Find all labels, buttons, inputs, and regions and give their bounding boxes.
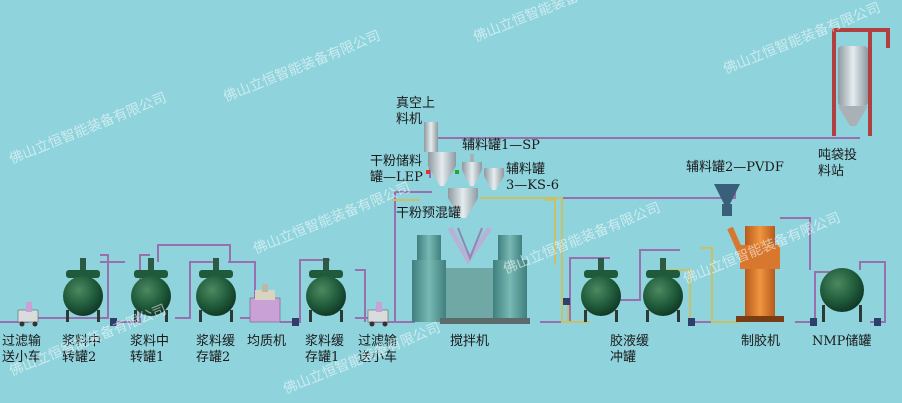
label-mixer: 搅拌机	[450, 334, 490, 349]
ton-bag-station	[832, 28, 890, 136]
label-filter-cart-right: 过滤输 送小车	[358, 334, 398, 365]
label-vacuum-loader: 真空上 料机	[396, 96, 436, 127]
aux-hopper-1	[462, 154, 482, 186]
label-aux-tank-1: 辅料罐1—SP	[462, 138, 540, 153]
filter-cart-right	[367, 302, 389, 327]
label-dry-powder-tank: 干粉储料 罐—LEP	[370, 154, 423, 185]
glue-buffer-tank-a	[581, 258, 621, 322]
premix-hopper	[448, 188, 478, 218]
label-aux-tank-2: 辅料罐2—PVDF	[686, 160, 784, 175]
slurry-buffer-tank-2	[196, 258, 236, 322]
label-slurry-buffer-2: 浆料缓 存罐2	[196, 334, 236, 365]
mixer-machine	[412, 226, 530, 324]
slurry-transfer-tank-1	[131, 258, 171, 322]
filter-cart-left	[17, 302, 39, 327]
label-filter-cart-left: 过滤输 送小车	[2, 334, 42, 365]
label-slurry-buffer-1: 浆料缓 存罐1	[305, 334, 345, 365]
slurry-buffer-tank-1	[306, 258, 346, 322]
vacuum-loader	[424, 122, 438, 152]
label-slurry-transfer-1: 浆料中 转罐1	[130, 334, 170, 365]
aux-hopper-pvdf	[714, 184, 740, 216]
label-nmp-tank: NMP储罐	[812, 334, 872, 349]
label-glue-maker: 制胶机	[741, 334, 781, 349]
label-ton-bag-station: 吨袋投 料站	[818, 148, 858, 179]
label-glue-buffer: 胶液缓 冲罐	[610, 334, 650, 365]
valves	[110, 298, 881, 326]
aux-hopper-3	[484, 168, 504, 190]
glue-making-machine	[727, 226, 784, 322]
nmp-storage-tank	[820, 268, 864, 322]
slurry-transfer-tank-2	[63, 258, 103, 322]
homogenizer-machine	[249, 284, 281, 323]
glue-buffer-tank-b	[643, 258, 683, 322]
label-aux-tank-3: 辅料罐 3—KS-6	[506, 162, 560, 193]
label-slurry-transfer-2: 浆料中 转罐2	[62, 334, 102, 365]
dry-powder-storage-hopper	[426, 152, 459, 186]
label-homogenizer: 均质机	[247, 334, 287, 349]
label-premix-tank: 干粉预混罐	[396, 206, 462, 221]
